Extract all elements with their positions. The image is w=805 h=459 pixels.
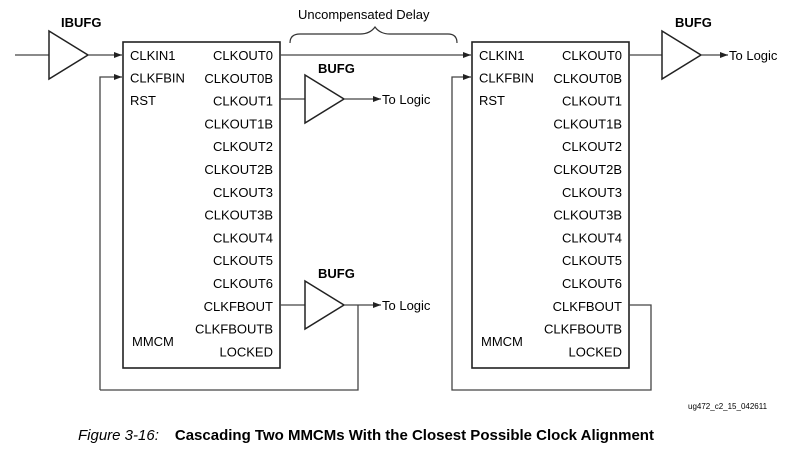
mmcm2-feedback-loop-wire bbox=[451, 74, 652, 391]
mmcm2-output-pin-label: CLKOUT1 bbox=[562, 94, 622, 109]
mmcm1-input-pin-label: CLKFBIN bbox=[130, 71, 185, 86]
mmcm1-output-pin-label: CLKFBOUTB bbox=[195, 322, 273, 337]
figure-number: Figure 3-16: bbox=[78, 427, 159, 444]
bufg-1-buffer-icon bbox=[304, 73, 346, 125]
ibufg-buffer-icon bbox=[48, 29, 90, 81]
mmcm1-feedback-loop-wire bbox=[100, 305, 359, 391]
bufg-2-buffer-icon bbox=[304, 279, 346, 331]
mmcm1-output-pin-label: CLKOUT1 bbox=[213, 94, 273, 109]
mmcm2-input-pin-label: CLKIN1 bbox=[479, 48, 525, 63]
mmcm2-output-pin-label: CLKFBOUTB bbox=[544, 322, 622, 337]
mmcm2-output-pin-label: CLKOUT1B bbox=[553, 116, 622, 131]
mmcm1-output-pin-label: CLKOUT6 bbox=[213, 276, 273, 291]
mmcm1-output-pin-label: CLKOUT3B bbox=[204, 208, 273, 223]
mmcm-2-block bbox=[471, 41, 630, 369]
mmcm2-input-pin-label: CLKFBIN bbox=[479, 71, 534, 86]
to-logic-label-2: To Logic bbox=[382, 298, 431, 313]
figure-title: Cascading Two MMCMs With the Closest Pos… bbox=[174, 427, 654, 444]
mmcm1-input-pin-label: RST bbox=[130, 93, 156, 108]
mmcm2-output-pin-label: CLKFBOUT bbox=[553, 299, 622, 314]
mmcm-1-block bbox=[122, 41, 281, 369]
mmcm2-output-pin-label: CLKOUT5 bbox=[562, 253, 622, 268]
mmcm2-output-pin-label: CLKOUT3B bbox=[553, 208, 622, 223]
document-id-label: ug472_c2_15_042611 bbox=[688, 402, 768, 411]
mmcm2-output-pin-label: CLKOUT4 bbox=[562, 230, 622, 245]
mmcm1-clkfbin-wire bbox=[99, 74, 122, 390]
mmcm1-output-pin-label: CLKOUT1B bbox=[204, 116, 273, 131]
mmcm1-output-pin-label: CLKOUT3 bbox=[213, 185, 273, 200]
bufg-1-label: BUFG bbox=[318, 61, 355, 76]
uncompensated-delay-label: Uncompensated Delay bbox=[298, 7, 430, 22]
mmcm1-input-pin-label: CLKIN1 bbox=[130, 48, 176, 63]
mmcm2-output-pin-label: LOCKED bbox=[569, 344, 622, 359]
to-logic-label-3: To Logic bbox=[729, 48, 778, 63]
uncompensated-delay-brace bbox=[289, 25, 458, 44]
mmcm1-name-label: MMCM bbox=[132, 334, 174, 349]
figure-caption: Figure 3-16: Cascading Two MMCMs With the… bbox=[78, 427, 654, 444]
mmcm1-output-pin-label: CLKOUT2B bbox=[204, 162, 273, 177]
mmcm1-output-pin-label: CLKOUT2 bbox=[213, 139, 273, 154]
mmcm2-output-pin-label: CLKOUT2B bbox=[553, 162, 622, 177]
mmcm1-output-pin-label: LOCKED bbox=[220, 344, 273, 359]
mmcm2-output-pin-label: CLKOUT2 bbox=[562, 139, 622, 154]
ibufg-label: IBUFG bbox=[61, 15, 101, 30]
to-logic-label-1: To Logic bbox=[382, 92, 431, 107]
mmcm2-output-pin-label: CLKOUT3 bbox=[562, 185, 622, 200]
mmcm1-output-pin-label: CLKOUT0B bbox=[204, 71, 273, 86]
mmcm2-input-pin-label: RST bbox=[479, 93, 505, 108]
mmcm1-output-pin-label: CLKFBOUT bbox=[204, 299, 273, 314]
bufg-2-label: BUFG bbox=[318, 266, 355, 281]
bufg-3-label: BUFG bbox=[675, 15, 712, 30]
mmcm1-output-pin-label: CLKOUT4 bbox=[213, 230, 273, 245]
mmcm2-output-pin-label: CLKOUT0 bbox=[562, 48, 622, 63]
mmcm1-output-pin-label: CLKOUT0 bbox=[213, 48, 273, 63]
mmcm2-output-pin-label: CLKOUT6 bbox=[562, 276, 622, 291]
mmcm2-output-pin-label: CLKOUT0B bbox=[553, 71, 622, 86]
mmcm2-name-label: MMCM bbox=[481, 334, 523, 349]
bufg-3-buffer-icon bbox=[661, 29, 703, 81]
mmcm1-output-pin-label: CLKOUT5 bbox=[213, 253, 273, 268]
